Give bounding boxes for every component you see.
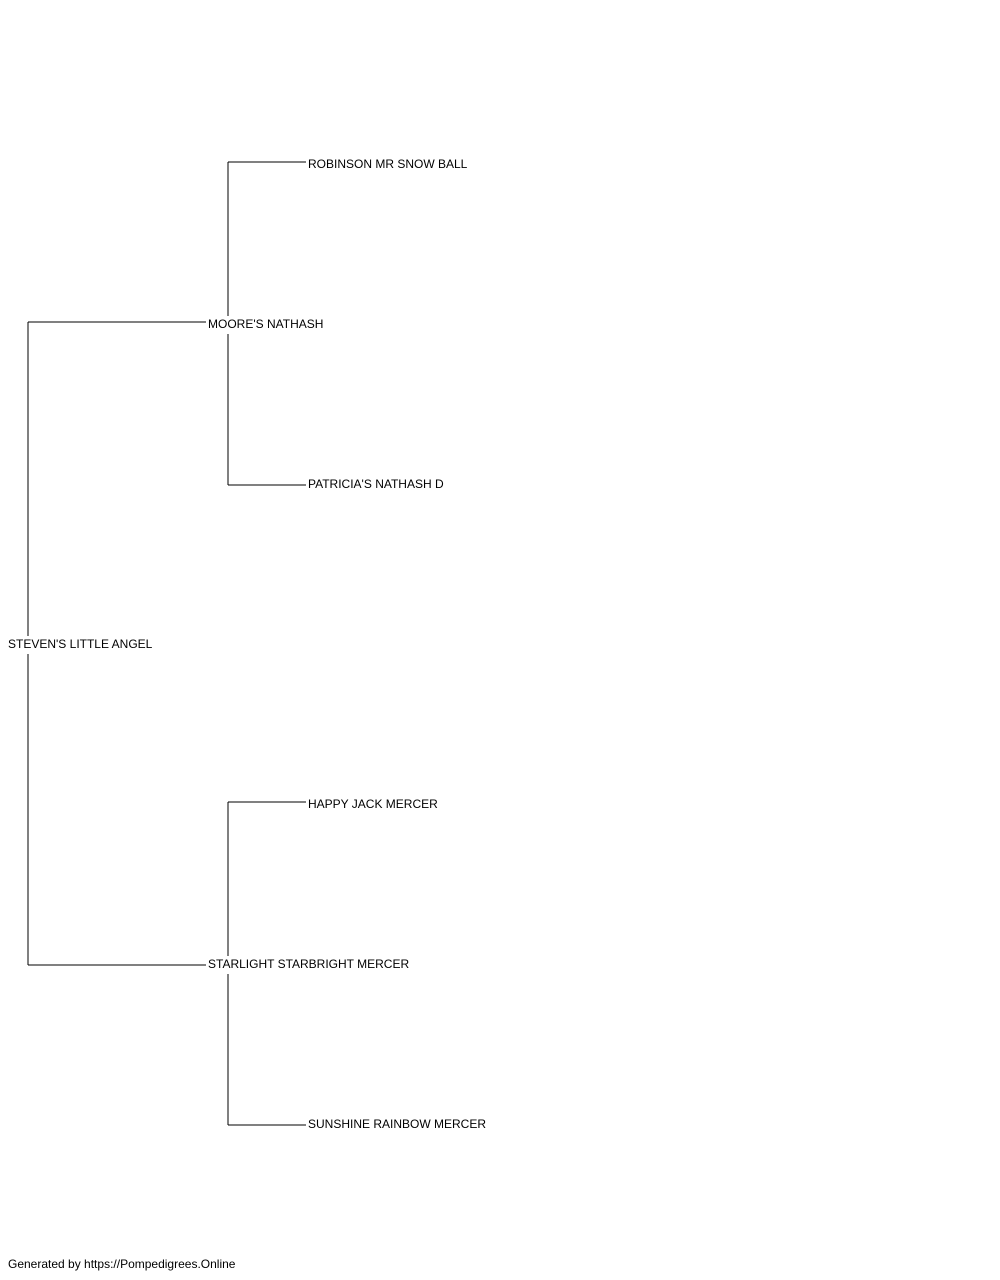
sire-dam-name: PATRICIA'S NATHASH D — [308, 477, 444, 491]
dam-name: STARLIGHT STARBRIGHT MERCER — [208, 957, 410, 971]
dam-dam-name: SUNSHINE RAINBOW MERCER — [308, 1117, 487, 1131]
sire-sire-name: ROBINSON MR SNOW BALL — [308, 157, 468, 171]
sire-name: MOORE'S NATHASH — [208, 317, 324, 331]
generated-by-footer: Generated by https://Pompedigrees.Online — [8, 1257, 236, 1271]
dam-sire-name: HAPPY JACK MERCER — [308, 797, 438, 811]
subject-name: STEVEN'S LITTLE ANGEL — [8, 637, 153, 651]
